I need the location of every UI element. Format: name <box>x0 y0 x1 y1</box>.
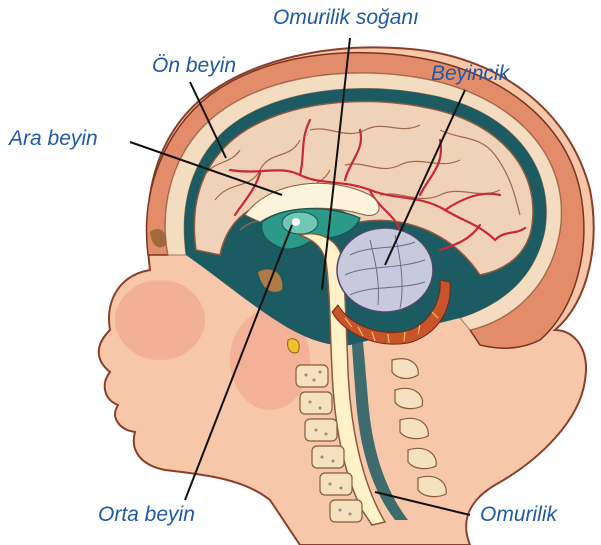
label-spinal-cord: Omurilik <box>480 503 557 527</box>
thalamus <box>282 212 318 234</box>
cerebellum <box>337 228 433 312</box>
label-midbrain: Orta beyin <box>98 503 195 527</box>
pituitary-gland <box>288 339 300 353</box>
label-cerebellum: Beyincik <box>431 62 509 86</box>
label-forebrain: Ön beyin <box>152 54 236 78</box>
pineal-dot <box>292 218 300 226</box>
cheek-blush <box>115 280 205 360</box>
label-medulla: Omurilik soğanı <box>273 6 419 30</box>
label-diencephalon: Ara beyin <box>9 127 98 151</box>
